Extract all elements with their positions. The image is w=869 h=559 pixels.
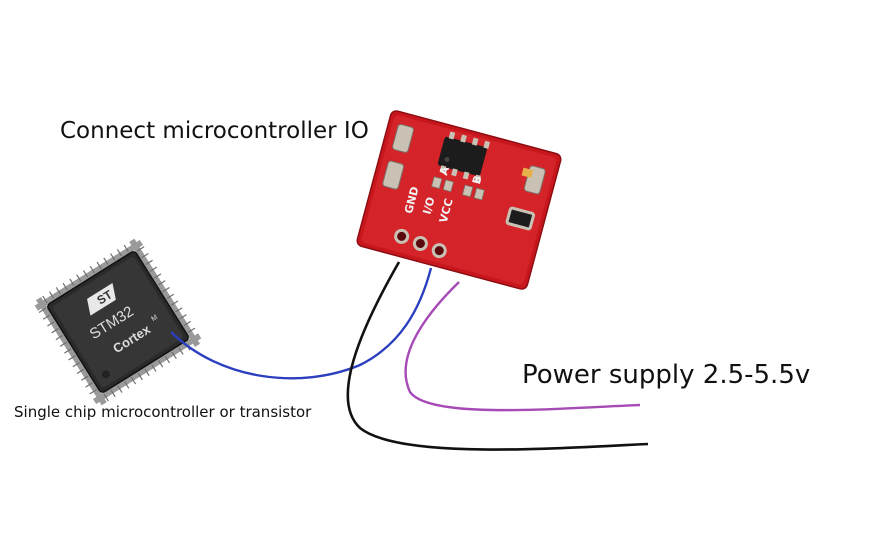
pin-label-vcc: VCC xyxy=(437,197,456,224)
st-logo-icon xyxy=(87,282,116,316)
indicator-led xyxy=(521,167,534,178)
blue-wire xyxy=(170,267,433,380)
sensor-ic xyxy=(437,136,487,176)
module-board-shade xyxy=(361,115,557,285)
purple-wire xyxy=(404,281,641,412)
pin-label-io: I/O xyxy=(420,196,437,216)
chip-top-face xyxy=(52,256,184,388)
sensor-ic-legs xyxy=(439,131,491,183)
black-wire xyxy=(346,261,649,451)
single-chip-label: Single chip microcontroller or transisto… xyxy=(14,403,312,421)
power-supply-label: Power supply 2.5-5.5v xyxy=(522,360,811,390)
pad-label-a: A xyxy=(437,165,452,177)
chip-core-suffix: M xyxy=(150,314,159,323)
touch-sensor-module: A B GND I/O VCC xyxy=(356,110,562,290)
connect-io-label: Connect microcontroller IO xyxy=(60,118,369,144)
stm32-chip: ST STM32 Cortex M xyxy=(34,238,202,406)
sensor-ic-dot xyxy=(444,157,450,163)
jumper-pads xyxy=(431,176,485,201)
chip-pin-ticks xyxy=(38,244,196,402)
smd-pads xyxy=(382,123,546,195)
chip-pin1-dot xyxy=(101,370,110,379)
smd-capacitor xyxy=(505,206,536,231)
header-pins xyxy=(394,228,447,259)
chip-pins xyxy=(34,238,202,406)
pad-label-b: B xyxy=(470,174,485,185)
